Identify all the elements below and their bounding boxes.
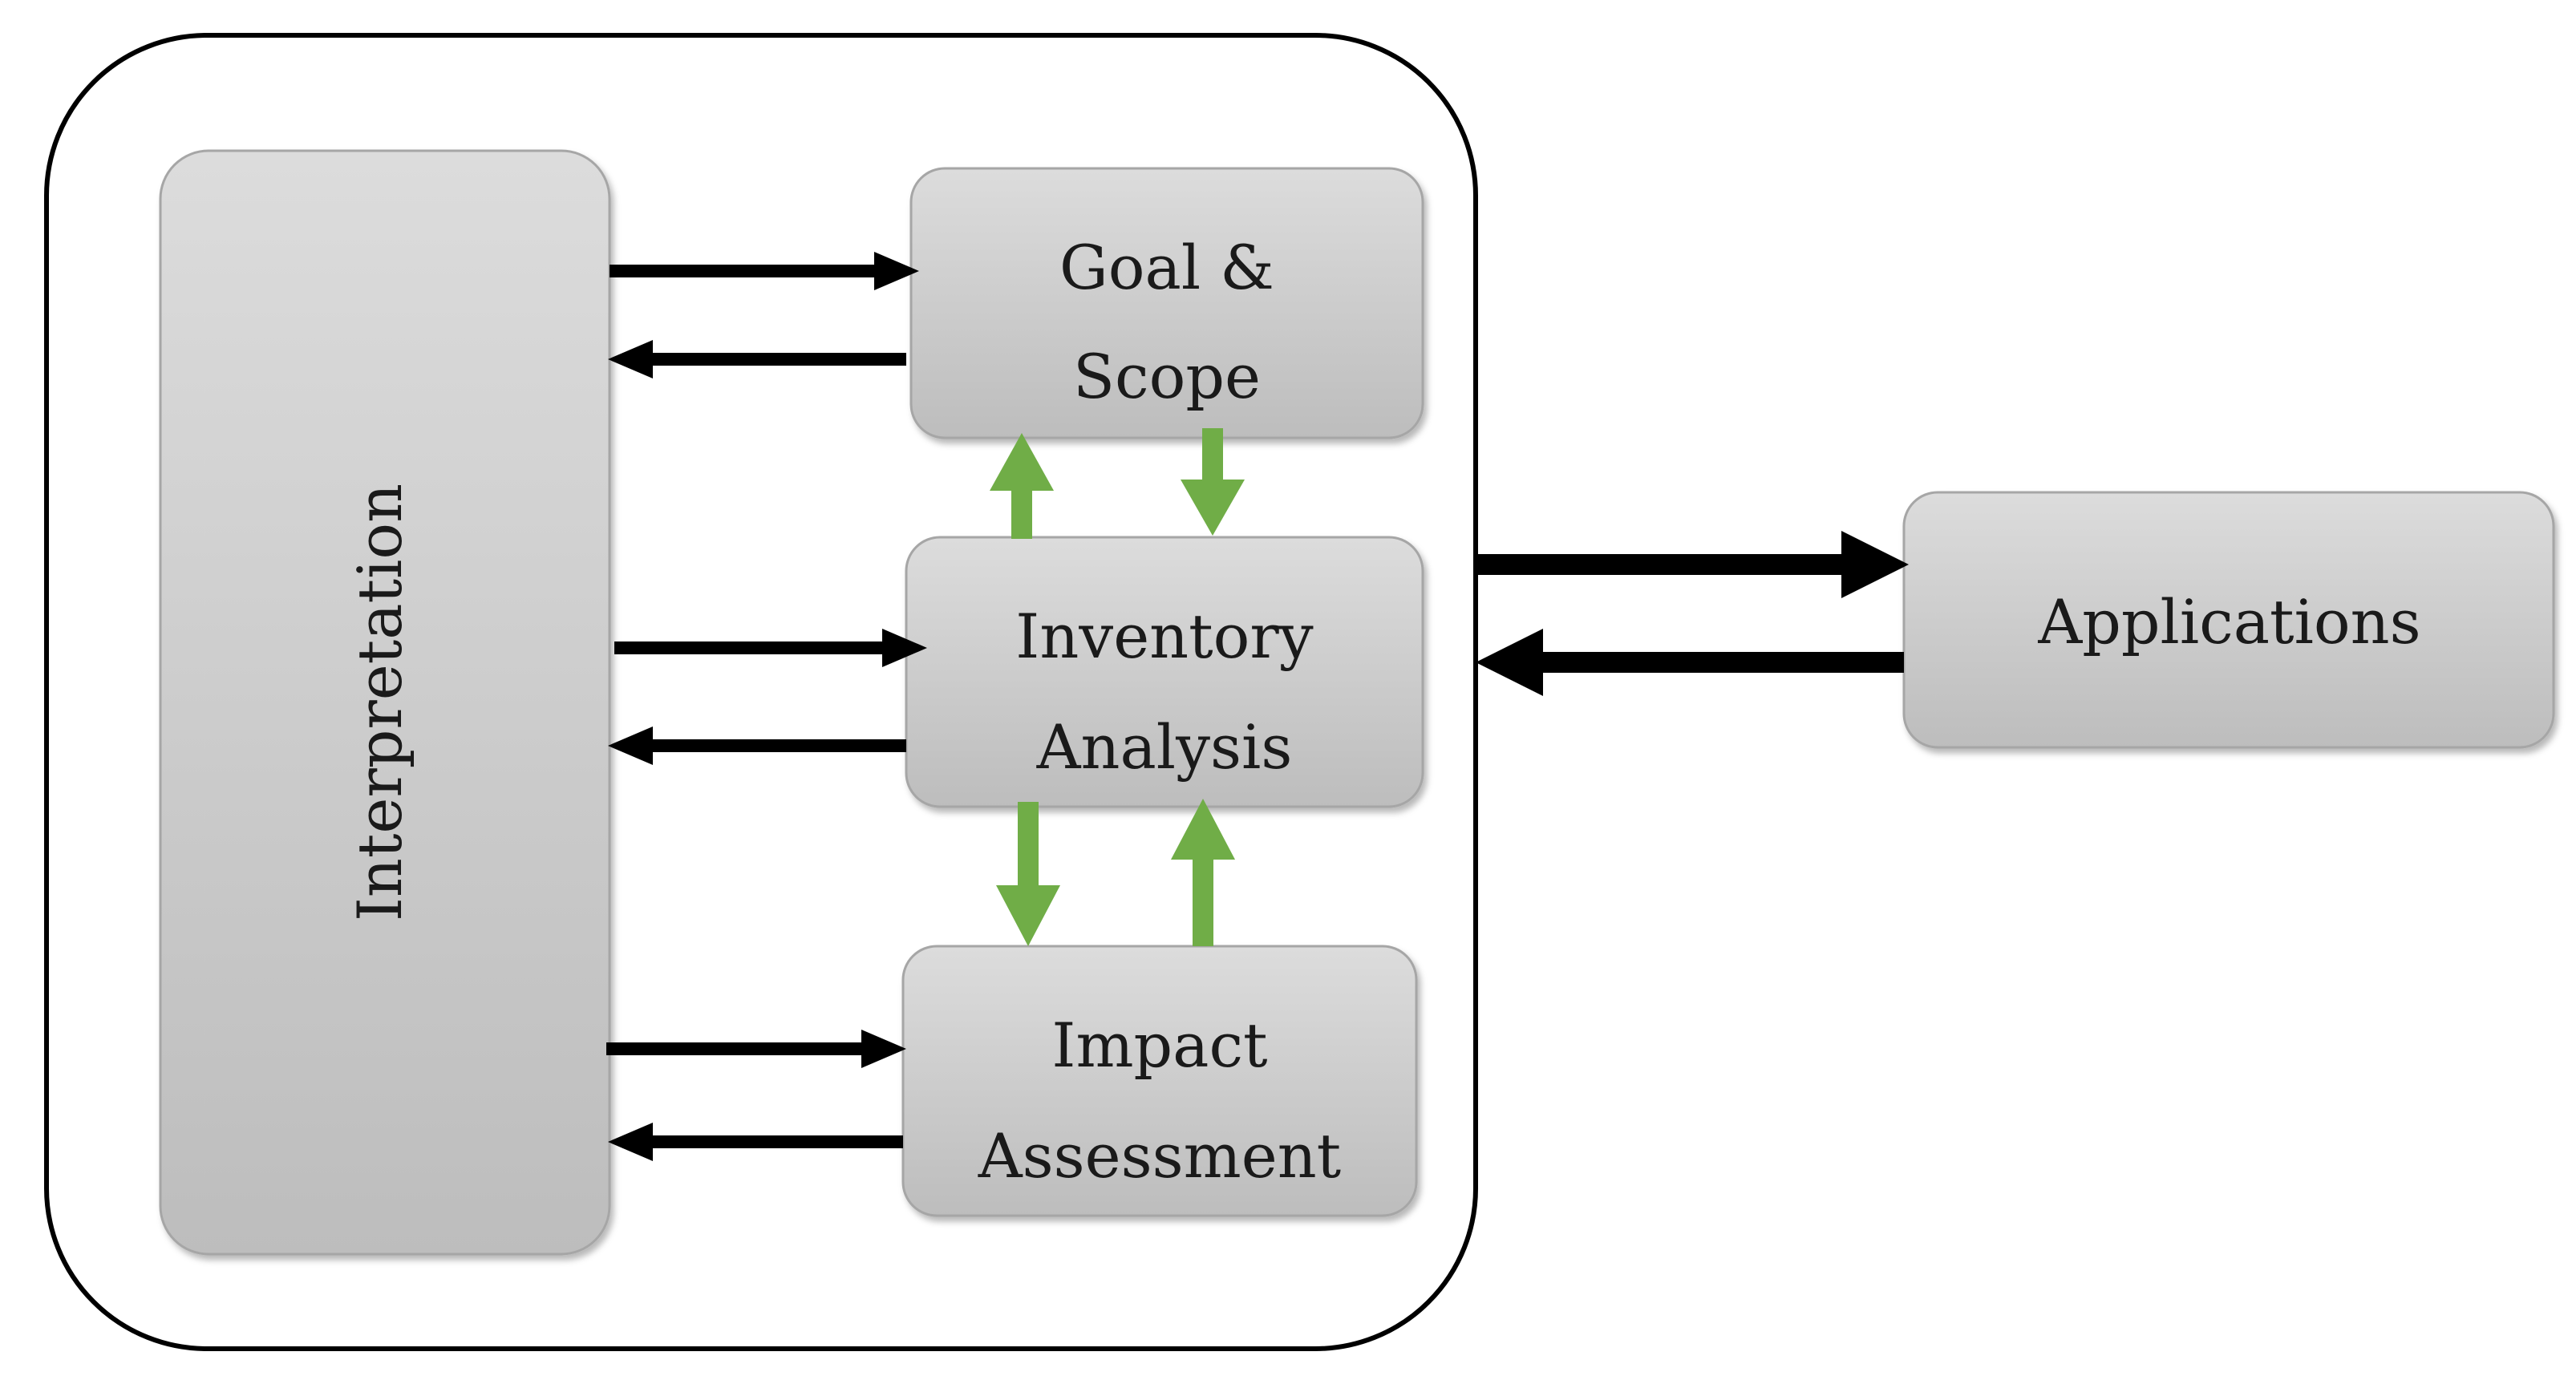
arrow-interpretation-to-goal-scope <box>610 252 919 290</box>
impact-assessment-label-line1: Impact <box>1051 1010 1267 1081</box>
lca-framework-frame <box>44 33 1478 1351</box>
arrow-goal-scope-to-interpretation <box>608 340 906 378</box>
applications-box: Applications <box>1902 491 2555 749</box>
goal-scope-box: Goal & Scope <box>909 167 1424 439</box>
green-arrow-inventory-to-goal-scope <box>990 433 1054 539</box>
inventory-analysis-box: Inventory Analysis <box>905 536 1424 808</box>
arrow-applications-to-framework <box>1476 629 1904 696</box>
arrow-framework-to-applications <box>1476 531 1909 598</box>
goal-scope-label-line1: Goal & <box>1059 232 1274 303</box>
impact-assessment-label-line2: Assessment <box>978 1120 1341 1192</box>
interpretation-label: Interpretation <box>344 484 415 921</box>
impact-assessment-box: Impact Assessment <box>901 945 1418 1217</box>
applications-label: Applications <box>2037 586 2420 658</box>
goal-scope-label-line2: Scope <box>1073 341 1261 412</box>
green-arrow-impact-to-inventory <box>1171 799 1235 946</box>
interpretation-box: Interpretation <box>159 149 611 1256</box>
green-arrow-inventory-to-impact <box>996 802 1060 946</box>
inventory-analysis-label-line1: Inventory <box>1015 601 1313 672</box>
arrow-inventory-analysis-to-interpretation <box>608 726 906 765</box>
arrow-impact-assessment-to-interpretation <box>608 1123 903 1161</box>
inventory-analysis-label-line2: Analysis <box>1036 711 1293 783</box>
arrow-interpretation-to-inventory-analysis <box>614 629 927 667</box>
arrow-interpretation-to-impact-assessment <box>606 1030 906 1068</box>
green-arrow-goal-scope-to-inventory <box>1181 428 1245 536</box>
